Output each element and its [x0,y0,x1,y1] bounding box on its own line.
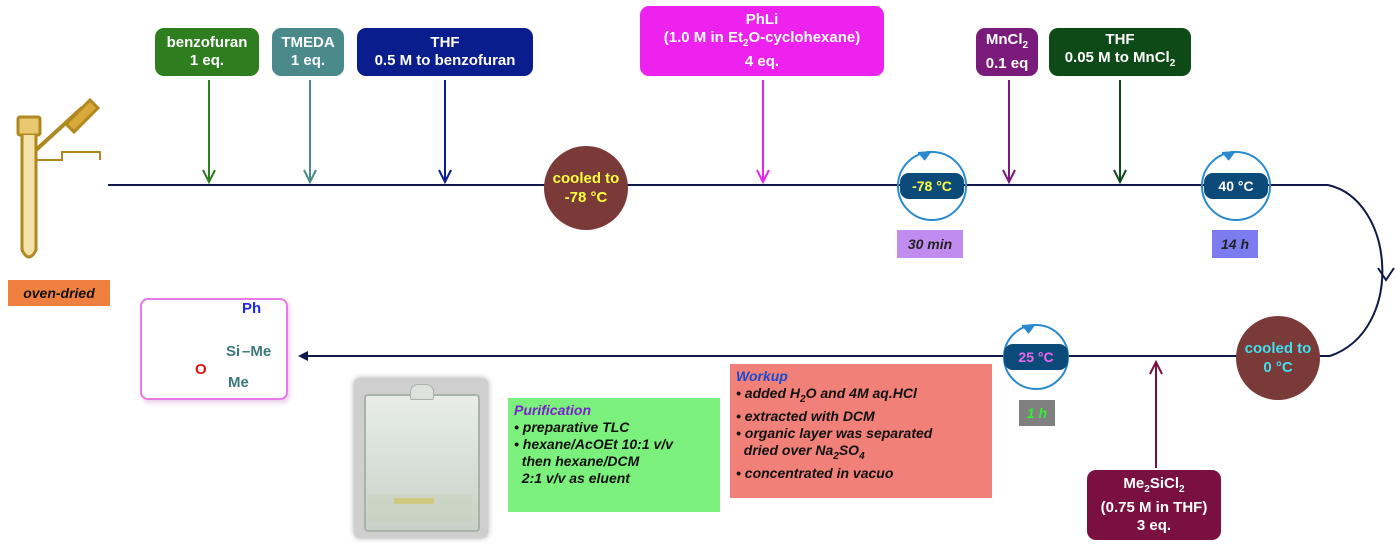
time-1-h: 1 h [1019,400,1055,426]
arrowhead-mncl2 [1002,169,1016,185]
time-14-h: 14 h [1212,230,1258,258]
purification-item: 2:1 v/v as eluent [514,470,630,486]
product-si: Si [226,343,241,360]
arrowhead-tmeda [303,169,317,185]
stir-ring-1 [897,151,967,221]
arrowhead-thf1 [438,169,452,185]
arrowhead-me2sicl2 [1149,359,1163,375]
workup-item: dried over Na2SO4 [736,441,865,462]
reagent-thf-mncl2: THF 0.05 M to MnCl2 [1049,28,1191,76]
stir-ring-arrow-3 [1021,323,1037,334]
workup-item: • extracted with DCM [736,407,875,424]
process-line-curve [1327,184,1384,357]
stir-temp-40: 40 °C [1204,173,1268,199]
workup-item: • organic layer was separated [736,424,933,441]
process-arrowhead-right [1377,267,1395,282]
tlc-chamber-photo [354,378,488,538]
purification-item: • preparative TLC [514,419,630,435]
oven-dried-label: oven-dried [8,280,110,306]
product-me2: Me [228,374,249,391]
product-ph: Ph [242,300,262,317]
time-30-min: 30 min [897,230,963,258]
stir-ring-arrow-2 [1221,150,1237,161]
reagent-mncl2: MnCl2 0.1 eq [976,28,1038,76]
product-box [140,298,288,400]
workup-panel: Workup • added H2O and 4M aq.HCl • extra… [730,364,992,498]
arrowhead-thf2 [1113,169,1127,185]
arrowhead-benzofuran [202,169,216,185]
stir-ring-2 [1201,151,1271,221]
cooling-step-minus78: cooled to-78 °C [544,146,628,230]
purification-item: • hexane/AcOEt 10:1 v/v [514,436,673,452]
workup-item: • added H2O and 4M aq.HCl [736,385,917,405]
purification-title: Purification [514,402,592,418]
reagent-me2sicl2: Me2SiCl2 (0.75 M in THF) 3 eq. [1087,470,1221,540]
arrowhead-phli [756,169,770,185]
purification-item: then hexane/DCM [514,453,640,469]
stir-temp-25: 25 °C [1004,344,1068,370]
stir-ring-arrow-1 [917,150,933,161]
schlenk-tube-icon [16,97,101,259]
product-me1: –Me [242,343,272,360]
workup-title: Workup [736,368,788,384]
product-o: O [195,361,207,378]
reagent-phli: PhLi (1.0 M in Et2O-cyclohexane) 4 eq. [640,6,884,76]
purification-panel: Purification • preparative TLC • hexane/… [508,398,720,512]
workup-item: • concentrated in vacuo [736,464,894,481]
stir-temp-minus78: -78 °C [900,173,964,199]
